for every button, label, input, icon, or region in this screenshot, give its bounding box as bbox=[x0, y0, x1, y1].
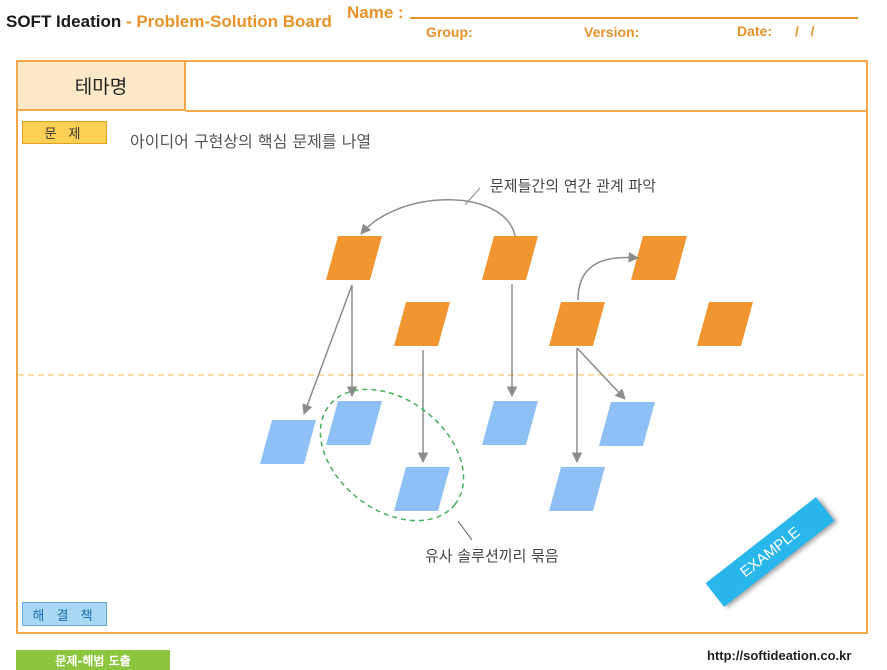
solution-card[interactable] bbox=[549, 467, 605, 511]
problem-card[interactable] bbox=[394, 302, 450, 346]
problem-card[interactable] bbox=[549, 302, 605, 346]
solution-arrow bbox=[302, 284, 353, 415]
problem-card[interactable] bbox=[482, 236, 538, 280]
brand-name: SOFT Ideation bbox=[6, 12, 122, 31]
date-value: / / bbox=[795, 23, 815, 39]
app-title: SOFT Ideation - Problem-Solution Board bbox=[6, 12, 332, 32]
date-label: Date: bbox=[737, 23, 773, 39]
problem-card[interactable] bbox=[631, 236, 687, 280]
title-separator: - bbox=[121, 12, 137, 31]
solution-card[interactable] bbox=[394, 467, 450, 511]
theme-label: 테마명 bbox=[18, 62, 186, 111]
relation-arrow bbox=[577, 252, 640, 301]
theme-divider bbox=[186, 110, 866, 112]
relation-note: 문제들간의 연간 관계 파악 bbox=[490, 177, 657, 195]
solution-card[interactable] bbox=[326, 401, 382, 445]
group-note-connector bbox=[457, 520, 473, 541]
solution-card[interactable] bbox=[260, 420, 316, 464]
problem-card[interactable] bbox=[697, 302, 753, 346]
solution-card[interactable] bbox=[482, 401, 538, 445]
site-url[interactable]: http://softideation.co.kr bbox=[707, 648, 852, 663]
version-label: Version: bbox=[584, 24, 640, 40]
name-label: Name : bbox=[347, 3, 404, 22]
board-title: Problem-Solution Board bbox=[136, 12, 332, 31]
relation-arrow bbox=[360, 199, 516, 237]
problem-description: 아이디어 구현상의 핵심 문제를 나열 bbox=[130, 132, 372, 151]
note-connector bbox=[464, 187, 481, 206]
solution-card[interactable] bbox=[599, 402, 655, 446]
problem-card[interactable] bbox=[326, 236, 382, 280]
group-label: Group: bbox=[426, 24, 473, 40]
problem-tag: 문 제 bbox=[22, 121, 107, 144]
name-field[interactable] bbox=[410, 17, 858, 19]
solution-tag: 해 결 책 bbox=[22, 602, 107, 626]
solution-arrow bbox=[576, 347, 626, 400]
derive-button[interactable]: 문제-해법 도출 bbox=[16, 650, 170, 670]
board-frame bbox=[16, 60, 868, 634]
solution-group-ellipse bbox=[319, 388, 465, 522]
group-note: 유사 솔루션끼리 묶음 bbox=[425, 547, 559, 565]
